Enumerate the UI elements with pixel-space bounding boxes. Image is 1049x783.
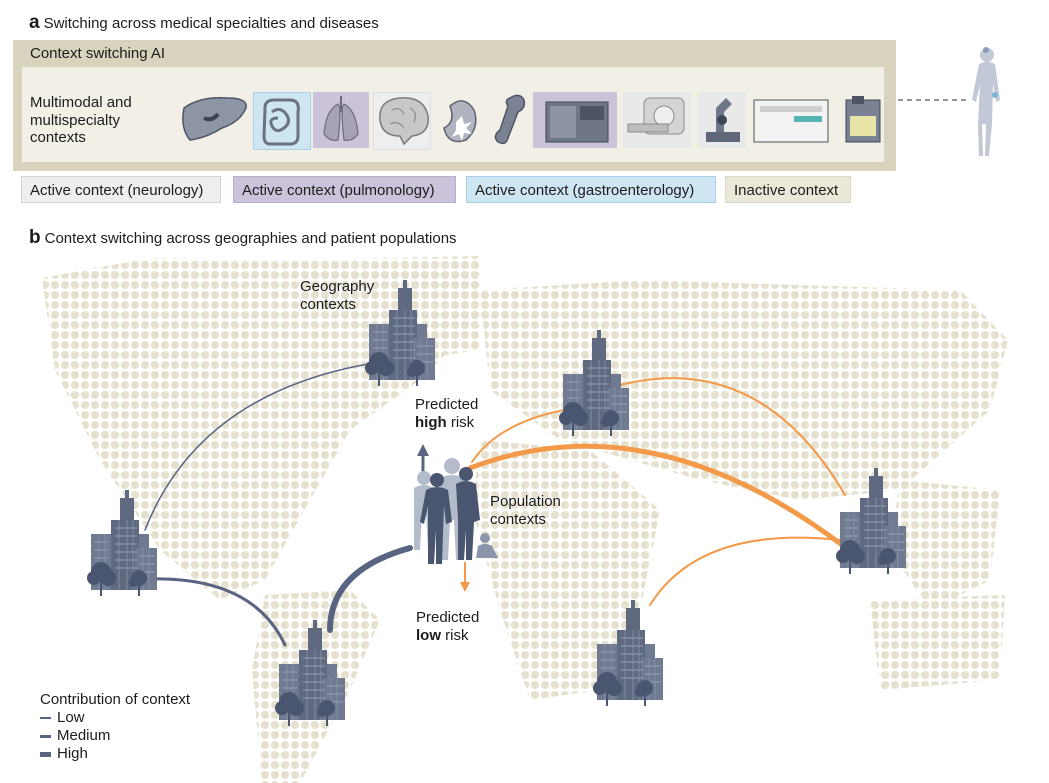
southeast-asia bbox=[890, 480, 1000, 610]
tile-gastroenterology bbox=[253, 92, 311, 150]
link-high bbox=[327, 545, 413, 633]
geography-label-line: Geography bbox=[300, 278, 375, 295]
network-links-americas bbox=[128, 361, 413, 647]
geography-label-line: contexts bbox=[300, 296, 356, 313]
population-label-line: contexts bbox=[490, 511, 546, 528]
world-map bbox=[42, 256, 1008, 783]
legend-medium-label: Medium bbox=[57, 727, 111, 744]
legend-inactive: Inactive context bbox=[725, 176, 851, 203]
high-risk-bold: high bbox=[415, 414, 447, 431]
low-risk-arrow bbox=[460, 562, 470, 592]
low-risk-rest: risk bbox=[441, 627, 469, 644]
human-figure-icon bbox=[972, 47, 1000, 156]
contexts-label-line: contexts bbox=[30, 129, 86, 146]
greenland bbox=[300, 256, 480, 360]
liver-icon bbox=[182, 96, 247, 141]
context-switching-title: Context switching AI bbox=[30, 45, 166, 62]
panel-b-letter: b bbox=[29, 227, 41, 248]
legend-pulmonology: Active context (pulmonology) bbox=[233, 176, 456, 203]
legend-line-medium bbox=[40, 734, 51, 738]
population-contexts-label: Population contexts bbox=[490, 493, 561, 529]
bone-icon bbox=[494, 94, 526, 145]
context-icons bbox=[182, 47, 1000, 156]
link-orange-low bbox=[471, 407, 576, 463]
contribution-legend-title: Contribution of context bbox=[40, 691, 191, 708]
link-medium bbox=[128, 577, 287, 647]
lungs-icon bbox=[323, 96, 359, 141]
ct-scanner-icon bbox=[627, 97, 685, 135]
panel-a-letter: a bbox=[29, 12, 40, 33]
kidney-icon bbox=[443, 100, 477, 143]
link-orange-low bbox=[619, 377, 846, 496]
high-risk-arrow bbox=[417, 444, 429, 472]
network-links-orange bbox=[467, 377, 846, 606]
geography-contexts-label: Geography contexts bbox=[300, 278, 374, 314]
high-risk-rest: risk bbox=[446, 414, 475, 431]
population-label-line: Population bbox=[490, 493, 561, 510]
low-risk-line1: Predicted bbox=[416, 609, 480, 626]
legend-line-high bbox=[40, 751, 51, 757]
panel-a-title: Switching across medical specialties and… bbox=[43, 15, 379, 32]
high-risk-label: Predicted high risk bbox=[415, 396, 478, 432]
link-orange-high bbox=[467, 443, 845, 548]
africa bbox=[472, 440, 660, 700]
brain-icon bbox=[379, 97, 429, 146]
analyzer-icon bbox=[845, 96, 881, 143]
legend-low-label: Low bbox=[57, 709, 85, 726]
sequencer-icon bbox=[545, 101, 609, 143]
contribution-legend-high: High bbox=[40, 745, 88, 762]
legend-high-label: High bbox=[57, 745, 88, 762]
high-risk-line1: Predicted bbox=[415, 396, 479, 413]
panel-b-title: Context switching across geographies and… bbox=[44, 230, 457, 247]
low-risk-label: Predicted low risk bbox=[416, 609, 479, 645]
contribution-legend-low: Low bbox=[40, 709, 85, 726]
contexts-label-line: multispecialty bbox=[30, 111, 121, 129]
low-risk-bold: low bbox=[416, 627, 441, 644]
legend-line-low bbox=[40, 717, 51, 719]
intestine-icon bbox=[262, 98, 300, 146]
lab-instrument-icon bbox=[753, 99, 829, 143]
legend-neurology: Active context (neurology) bbox=[21, 176, 221, 203]
australia bbox=[870, 595, 1005, 690]
link-orange-low bbox=[649, 536, 841, 606]
legend-gastroenterology: Active context (gastroenterology) bbox=[466, 176, 716, 203]
contexts-label-line: Multimodal and bbox=[30, 94, 132, 111]
microscope-icon bbox=[706, 98, 740, 142]
contexts-label: Multimodal and multispecialty contexts bbox=[30, 94, 180, 147]
link-low bbox=[144, 361, 381, 531]
population-group-icon bbox=[414, 458, 498, 564]
contribution-legend-medium: Medium bbox=[40, 727, 110, 744]
